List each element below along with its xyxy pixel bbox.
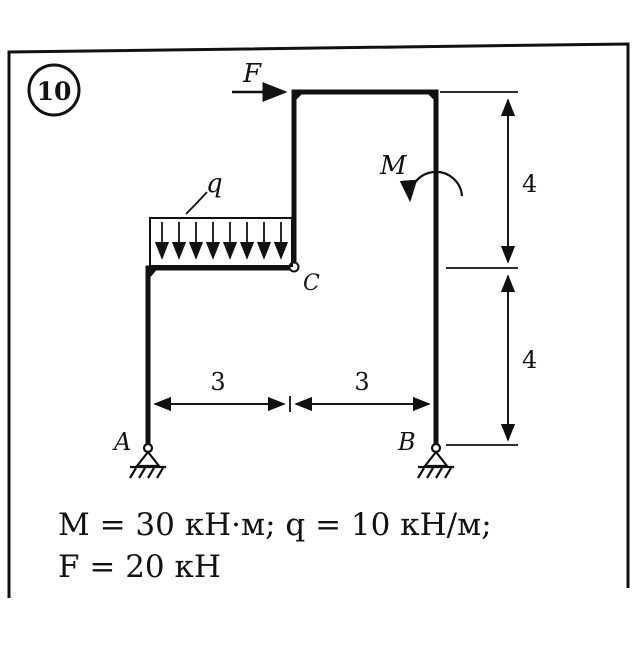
problem-number-circle [27,63,81,117]
support-b-label: B [397,428,416,456]
problem-number: 10 [37,77,72,106]
dim-right-span: 3 [354,368,369,396]
corner-gusset [292,90,306,104]
distributed-load-box [149,217,293,267]
q-label: q [206,169,223,199]
given-line-2: F = 20 кН [58,549,221,585]
vertical-dimension [440,91,518,446]
moment-arc [399,170,464,203]
force-label: F [242,59,262,89]
q-leader [185,191,208,215]
corner-gusset [424,90,438,104]
card-border [7,42,630,598]
dim-lower-height: 4 [522,346,537,374]
dim-left-span: 3 [210,368,225,396]
dim-upper-height: 4 [522,170,537,198]
given-values: M = 30 кН·м; q = 10 кН/м; F = 20 кН [58,504,618,588]
frame-members [145,89,439,448]
given-line-1: M = 30 кН·м; q = 10 кН/м; [58,507,492,543]
horizontal-dimension [153,396,431,412]
support-b [417,442,454,479]
support-a [129,442,166,479]
support-a-label: A [112,428,131,456]
corner-gusset [148,266,160,280]
distributed-load-arrows [154,222,289,260]
moment-label: M [379,151,408,181]
hinge-c-label: C [303,271,320,296]
